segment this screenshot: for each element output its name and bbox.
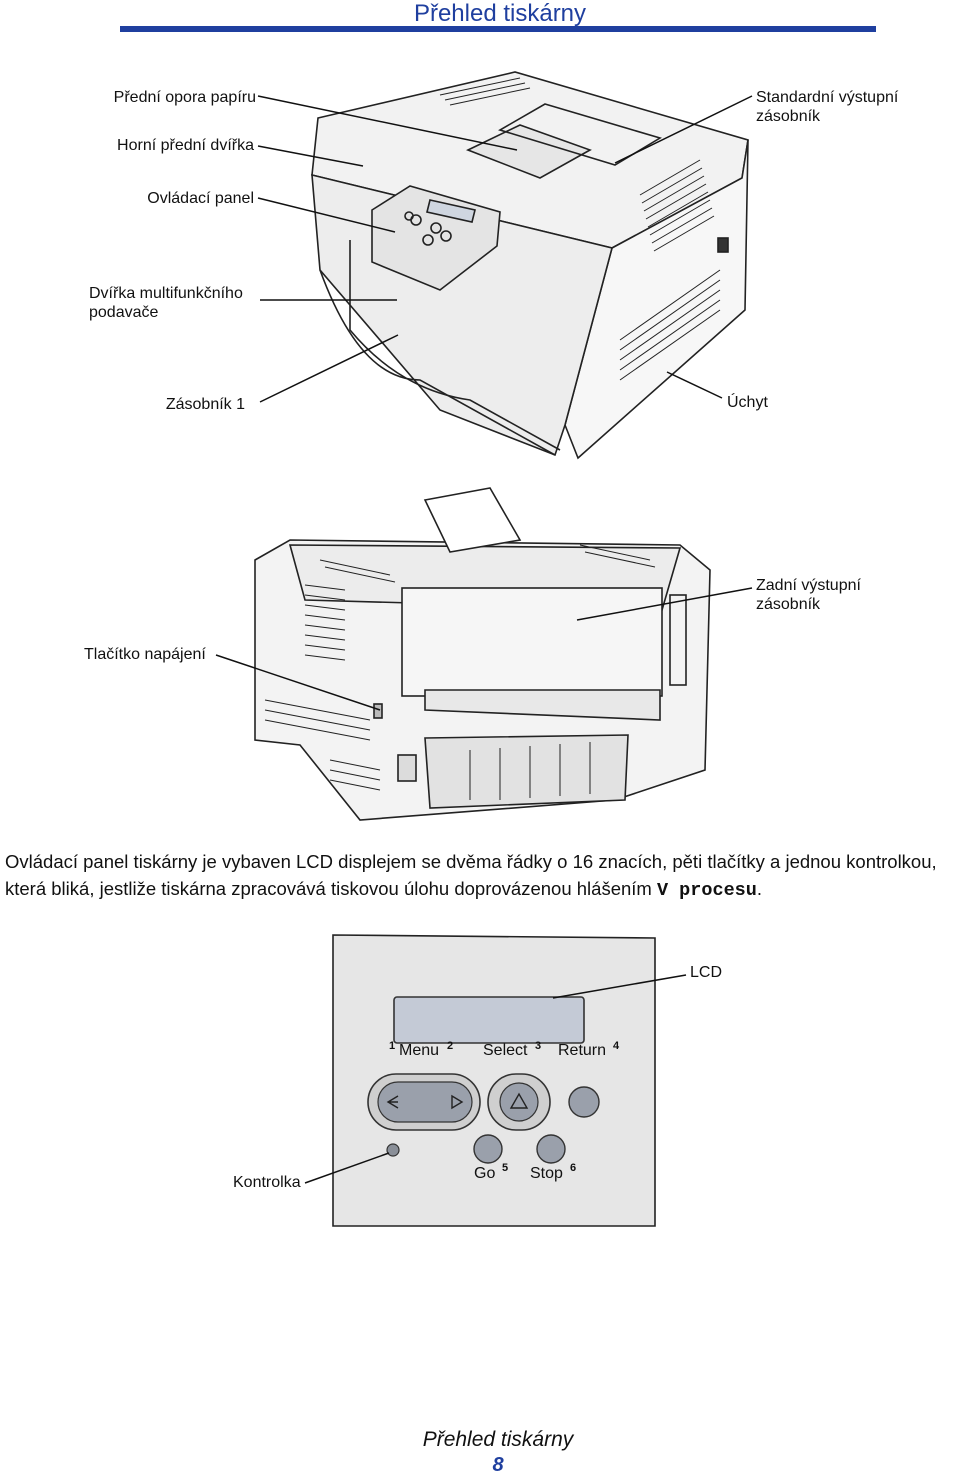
- panel-leader-lines: [304, 974, 687, 1184]
- label-rear-output-line2: zásobník: [756, 596, 821, 613]
- description-paragraph: Ovládací panel tiskárny je vybaven LCD d…: [5, 848, 955, 904]
- label-standard-output-bin: Standardní výstupní zásobník: [756, 88, 946, 126]
- label-rear-output-bin: Zadní výstupní zásobník: [756, 576, 936, 614]
- label-control-panel: Ovládací panel: [147, 190, 254, 207]
- label-lcd: LCD: [690, 964, 723, 981]
- control-panel-drawing: [332, 934, 656, 1227]
- rear-leader-lines: [215, 587, 753, 711]
- label-rear-output-line1: Zadní výstupní: [756, 577, 861, 594]
- menu-number-1: 1: [389, 1040, 396, 1052]
- label-power-switch: Tlačítko napájení: [84, 646, 206, 663]
- header-rule: [120, 26, 876, 32]
- label-upper-front-door: Horní přední dvířka: [117, 137, 254, 154]
- label-mp-feeder-door-line2: podavače: [89, 304, 159, 321]
- front-leader-lines: [257, 95, 753, 403]
- description-suffix: .: [756, 878, 763, 899]
- footer-title: Přehled tiskárny: [422, 1428, 574, 1451]
- footer-page-number: 8: [492, 1454, 504, 1476]
- label-mp-feeder-door: Dvířka multifunkčního podavače: [89, 284, 259, 322]
- label-tray-1: Zásobník 1: [165, 396, 245, 413]
- stop-number-6: 6: [570, 1162, 577, 1174]
- label-standard-output-line1: Standardní výstupní: [756, 89, 899, 106]
- menu-button-label[interactable]: Menu: [399, 1042, 440, 1059]
- go-number-5: 5: [502, 1162, 509, 1174]
- page-header-title: Přehled tiskárny: [413, 0, 587, 27]
- front-printer-drawing: [311, 71, 749, 460]
- menu-number-2: 2: [447, 1040, 454, 1052]
- select-number-3: 3: [535, 1040, 542, 1052]
- message-v-procesu: V procesu: [656, 880, 757, 901]
- go-button-label[interactable]: Go: [474, 1165, 496, 1182]
- label-handhold: Úchyt: [727, 394, 768, 411]
- label-indicator-light: Kontrolka: [233, 1174, 301, 1191]
- label-front-paper-support: Přední opora papíru: [113, 89, 256, 106]
- return-button-label[interactable]: Return: [558, 1042, 607, 1059]
- stop-button-label[interactable]: Stop: [530, 1165, 563, 1182]
- label-standard-output-line2: zásobník: [756, 108, 821, 125]
- rear-printer-drawing: [254, 487, 711, 821]
- select-button-label[interactable]: Select: [483, 1042, 528, 1059]
- label-mp-feeder-door-line1: Dvířka multifunkčního: [89, 285, 243, 302]
- description-text: Ovládací panel tiskárny je vybaven LCD d…: [5, 851, 937, 899]
- return-number-4: 4: [613, 1040, 620, 1052]
